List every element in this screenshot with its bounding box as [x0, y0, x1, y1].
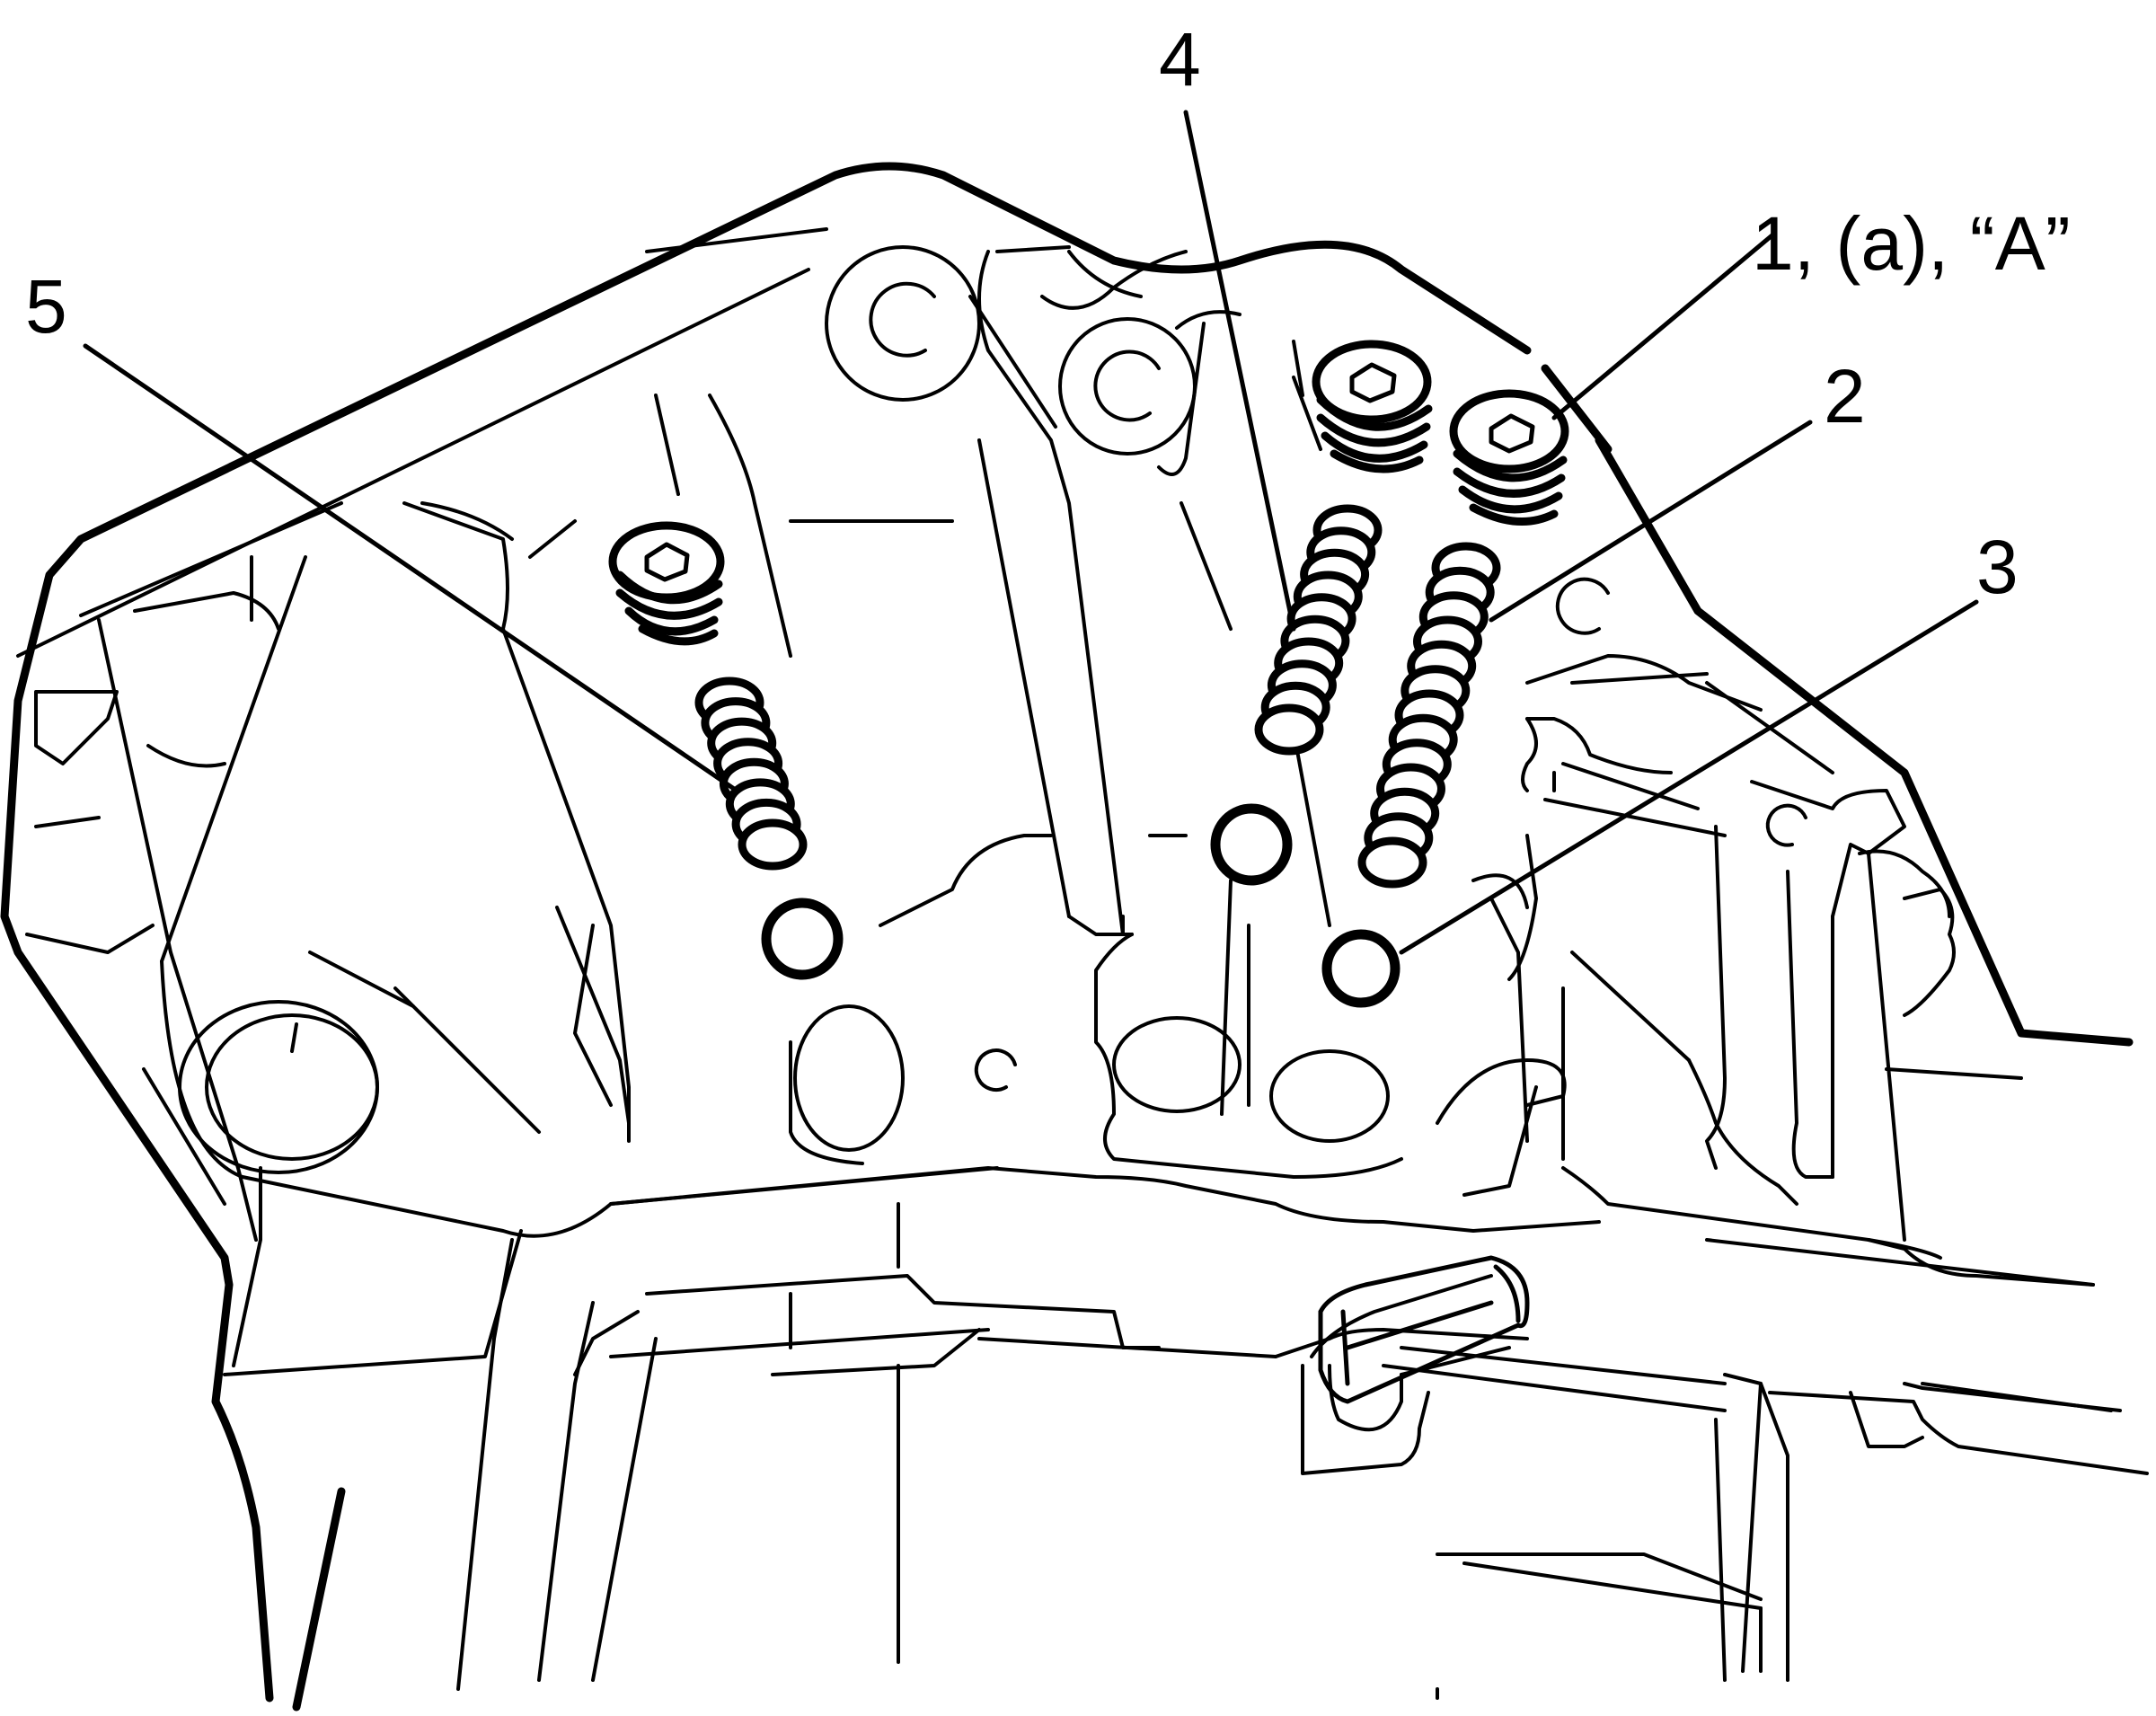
ports: [761, 803, 1401, 1008]
pipe-fitting: [1318, 1255, 1530, 1404]
leader-4: [1183, 110, 1296, 632]
callouts: 1, (a), “A” 2 3 4 5: [25, 17, 2071, 609]
leader-lines: [83, 110, 1979, 955]
plug-left: [608, 521, 725, 646]
callout-4: 4: [1159, 17, 1201, 102]
spring-coil: [1357, 836, 1427, 889]
spring-coil: [1254, 703, 1324, 756]
circular-bosses: [178, 245, 1807, 1174]
spring-2: [1357, 542, 1501, 889]
spring-5: [694, 677, 808, 871]
plug-center: [1312, 340, 1433, 473]
leader-1: [1551, 231, 1777, 420]
casting-lines: [16, 227, 2149, 1700]
leader-5: [83, 343, 739, 793]
leader-3: [1399, 599, 1979, 955]
housing-outline: [0, 162, 2134, 1712]
spring-4: [1254, 504, 1383, 756]
callout-2: 2: [1824, 354, 1866, 438]
plug-right: [1449, 389, 1569, 526]
leader-2: [1489, 420, 1813, 623]
callout-5: 5: [25, 264, 67, 349]
callout-3: 3: [1976, 525, 2019, 609]
callout-1: 1, (a), “A”: [1752, 201, 2071, 286]
spring-coil: [738, 818, 808, 871]
